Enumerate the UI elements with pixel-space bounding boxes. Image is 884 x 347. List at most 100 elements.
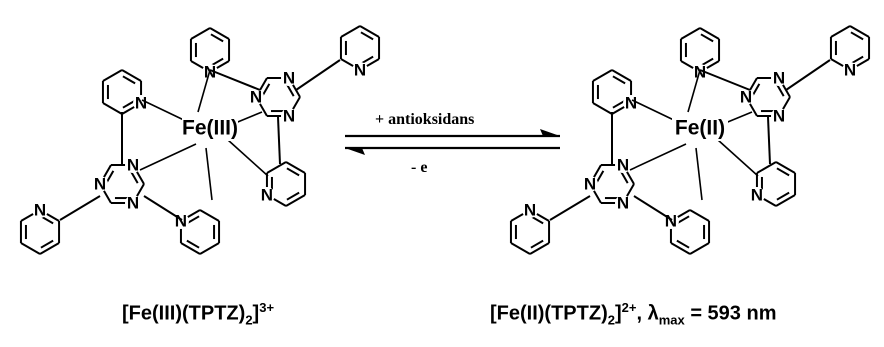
pyridine-bottom-right-ring: N [662,209,711,255]
double-bond [360,55,374,65]
double-bond [595,170,605,184]
double-bond [286,191,300,201]
coordination-bond [631,99,679,123]
nitrogen-atom: N [283,68,295,87]
pyridine-bottom-left-ring: N [509,201,551,255]
ring-bond [592,69,613,82]
ring-bond [529,242,550,255]
inter-ring-bond [699,69,751,91]
nitrogen-atom: N [175,212,187,231]
atom-label-backdrop [738,89,754,105]
nitrogen-atom: N [524,201,536,220]
nitrogen-atom: N [283,107,295,126]
ring-bond [670,242,691,255]
double-bond [676,239,690,249]
ring-bond [689,209,710,222]
double-bond [210,57,224,67]
nitrogen-atom: N [354,61,366,80]
nitrogen-atom: N [625,94,637,113]
ring-bond [102,69,123,82]
atom-label-backdrop [615,156,631,173]
double-bond [186,239,200,249]
ring-bond [592,102,613,115]
forward-arrow-head [540,129,560,136]
triazine-top-ring: N N N [248,68,301,126]
ring-bond [20,242,41,255]
double-bond [850,31,864,41]
coordination-bond [197,69,211,113]
double-bond [186,215,200,225]
reverse-condition-label: - e [411,159,427,176]
double-bond [530,239,544,249]
inter-ring-bond [143,195,183,221]
inter-ring-bond [549,195,591,221]
ring-bond [699,27,720,40]
nitrogen-atom: N [250,88,262,107]
ring-bond [266,161,287,174]
coordination-bond [141,99,189,123]
ring-bond [680,27,701,40]
ring-bond [756,161,777,174]
atom-label-backdrop [248,89,264,105]
ring-bond [510,242,531,255]
ring-bond [285,194,306,207]
double-bond [286,167,300,177]
double-bond [122,75,136,85]
double-bond [751,83,761,97]
ring-bond [775,194,796,207]
ring-bond [775,161,796,174]
iron-center-label: Fe(II) [675,117,725,140]
atom-label-backdrop [125,156,141,173]
nitrogen-atom: N [617,194,629,213]
triazine-bottom-ring: NNN [92,155,145,213]
inter-ring-bond [295,59,341,91]
atom-label-backdrop [281,69,297,86]
reverse-arrow-head [345,148,365,155]
double-bond [40,239,54,249]
ring-bond [209,27,230,40]
nitrogen-atom: N [617,155,629,174]
nitrogen-atom: N [261,186,273,205]
pyridine-mid-right-ring: N [258,161,307,207]
iron-center-label: Fe(III) [182,117,238,140]
fe-ii-tptz-complex: NNNNNNNNNNNNFe(II) [509,25,871,255]
nitrogen-atom: N [740,88,752,107]
pyridine-left-ring: N [101,69,150,115]
inter-ring-bond [59,195,101,221]
double-bond [360,31,374,41]
nitrogen-atom: N [94,175,106,194]
double-bond [105,170,115,184]
atom-label-backdrop [92,176,108,192]
inter-ring-bond [767,116,771,165]
atom-label-backdrop [615,195,631,212]
triazine-bottom-ring: NNN [582,155,635,213]
ring-bond [180,242,201,255]
product-caption: [Fe(II)(TPTZ)2]2+, λmax = 593 nm [490,300,777,328]
double-bond [850,55,864,65]
atom-label-backdrop [281,108,297,125]
double-bond [700,57,714,67]
ring-bond [830,25,851,38]
atom-label-backdrop [842,62,858,78]
atom-label-backdrop [32,202,48,218]
coordination-bond [205,147,213,201]
nitrogen-atom: N [135,94,147,113]
equilibrium-arrows: + antioksidans - e [345,111,560,176]
double-bond [676,215,690,225]
triazine-top-ring: N N N [738,68,791,126]
double-bond [530,215,544,225]
atom-label-backdrop [133,95,150,111]
atom-label-backdrop [522,202,538,218]
ring-bond [340,25,361,38]
double-bond [776,191,790,201]
forward-condition-label: + antioksidans [375,111,474,128]
double-bond [40,215,54,225]
pyridine-top-right-ring: N [339,25,381,80]
double-bond [612,99,626,109]
nitrogen-atom: N [773,107,785,126]
ring-bond [190,27,211,40]
nitrogen-atom: N [773,68,785,87]
pyridine-top-left-ring: N [189,27,231,82]
nitrogen-atom: N [127,155,139,174]
